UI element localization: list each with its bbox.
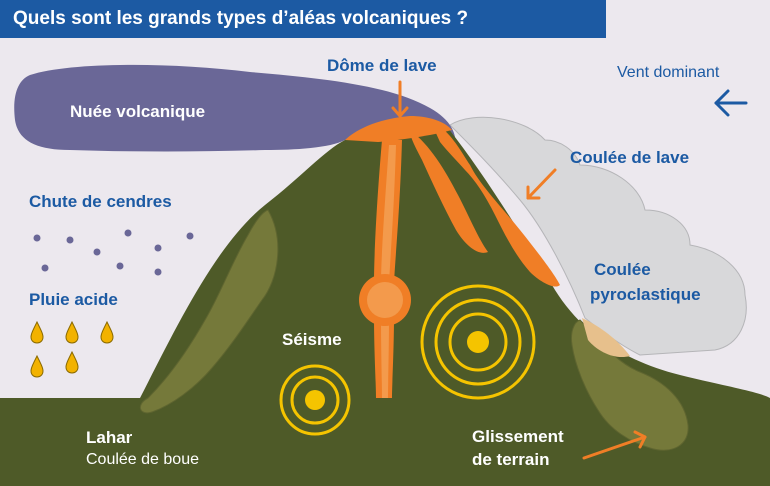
lava-flow-pointer-arrow: [526, 168, 557, 200]
arrow-left-icon: [714, 89, 748, 117]
volcano-body: [140, 121, 770, 398]
magma-chamber-core: [367, 282, 403, 318]
label-coulee-de-lave: Coulée de lave: [570, 148, 690, 167]
earthquake-small-icon: [279, 364, 351, 436]
label-chute-de-cendres: Chute de cendres: [29, 192, 172, 211]
landslide-mass: [571, 319, 689, 451]
lava-flow-lobe: [410, 130, 488, 253]
label-nuee-volcanique: Nuée volcanique: [70, 102, 206, 121]
acid-rain-icon: [30, 320, 114, 378]
lava-dome: [345, 116, 452, 142]
landslide-scar: [582, 318, 630, 358]
dome-pointer-arrow: [391, 80, 409, 118]
lahar-flow: [139, 209, 279, 414]
label-coulee-de-boue: Coulée de boue: [86, 451, 199, 468]
ash-fall-icon: [33, 229, 194, 276]
label-glissement-line2: de terrain: [472, 450, 550, 469]
lava-flow: [430, 120, 560, 287]
label-coulee-pyroclastique-line2: pyroclastique: [590, 285, 701, 304]
landslide-pointer-arrow: [582, 430, 647, 460]
nuee-volcanique-cloud: [14, 64, 456, 152]
label-pluie-acide: Pluie acide: [29, 290, 118, 309]
earthquake-large-icon: [420, 284, 536, 400]
label-seisme: Séisme: [282, 330, 342, 349]
label-lahar: Lahar: [86, 428, 133, 447]
page-title: Quels sont les grands types d’aléas volc…: [0, 0, 606, 38]
label-vent-dominant: Vent dominant: [617, 64, 720, 81]
magma-conduit-core: [381, 145, 396, 398]
label-dome-de-lave: Dôme de lave: [327, 56, 437, 75]
label-glissement-line1: Glissement: [472, 427, 564, 446]
label-coulee-pyroclastique-line1: Coulée: [594, 260, 651, 279]
pyroclastic-flow-cloud: [449, 116, 747, 356]
